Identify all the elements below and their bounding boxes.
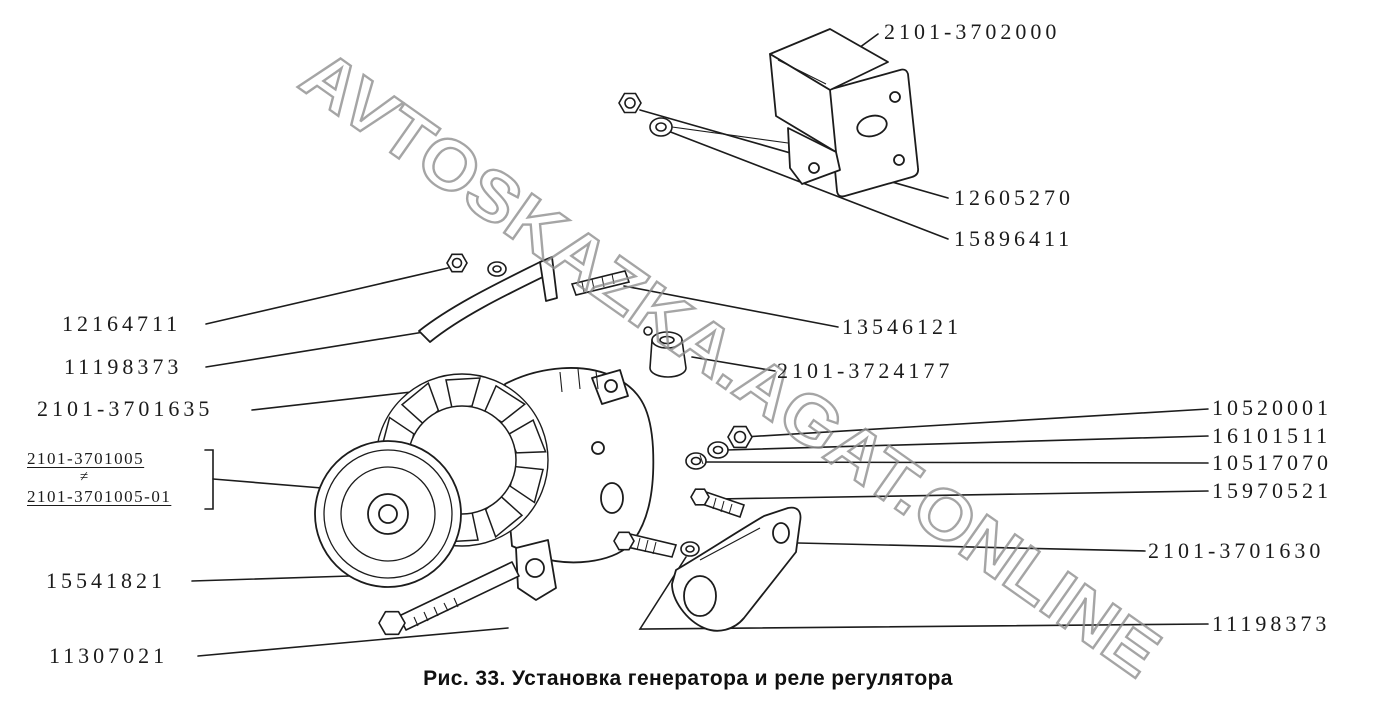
part-label-12605270: 12605270 [954,185,1074,210]
generator-bracket [671,506,802,632]
part-label-15541821: 15541821 [46,568,166,593]
part-label-11307021: 11307021 [49,643,169,668]
lower-bolt-and-washer [613,531,700,558]
relay-nut-and-washer [618,92,789,144]
mount-hardware [685,425,753,470]
bracket-bolt [690,488,746,519]
part-label-12164711: 12164711 [62,311,182,336]
relay-regulator [769,28,920,198]
figure-caption: Рис. 33. Установка генератора и реле рег… [423,667,953,690]
buffer-bushing [643,326,687,378]
part-label-15970521: 15970521 [1212,478,1332,503]
through-bolt [378,561,520,636]
part-label-2101-3701005-01: 2101-3701005-01 [27,487,172,506]
part-label-11198373-left: 11198373 [64,354,183,379]
part-label-11198373-right: 11198373 [1212,611,1331,636]
adjusting-bracket [418,256,558,343]
stud-bolt [570,270,631,296]
leader-lines [191,33,1209,657]
not-equal-symbol: ≠ [80,469,89,485]
part-label-16101511: 16101511 [1212,423,1332,448]
part-label-2101-3701635: 2101-3701635 [37,396,214,421]
part-label-2101-3702000: 2101-3702000 [884,19,1061,44]
part-label-13546121: 13546121 [842,314,962,339]
alternator-body [504,367,655,601]
part-label-2101-3701630: 2101-3701630 [1148,538,1325,563]
pulley [314,440,462,588]
part-label-10517070: 10517070 [1212,450,1332,475]
part-label-10520001: 10520001 [1212,395,1332,420]
part-label-2101-3701005: 2101-3701005 [27,449,145,468]
part-label-15896411: 15896411 [954,226,1074,251]
part-label-2101-3724177: 2101-3724177 [777,358,954,383]
bracket-nut-and-washer [446,253,507,277]
